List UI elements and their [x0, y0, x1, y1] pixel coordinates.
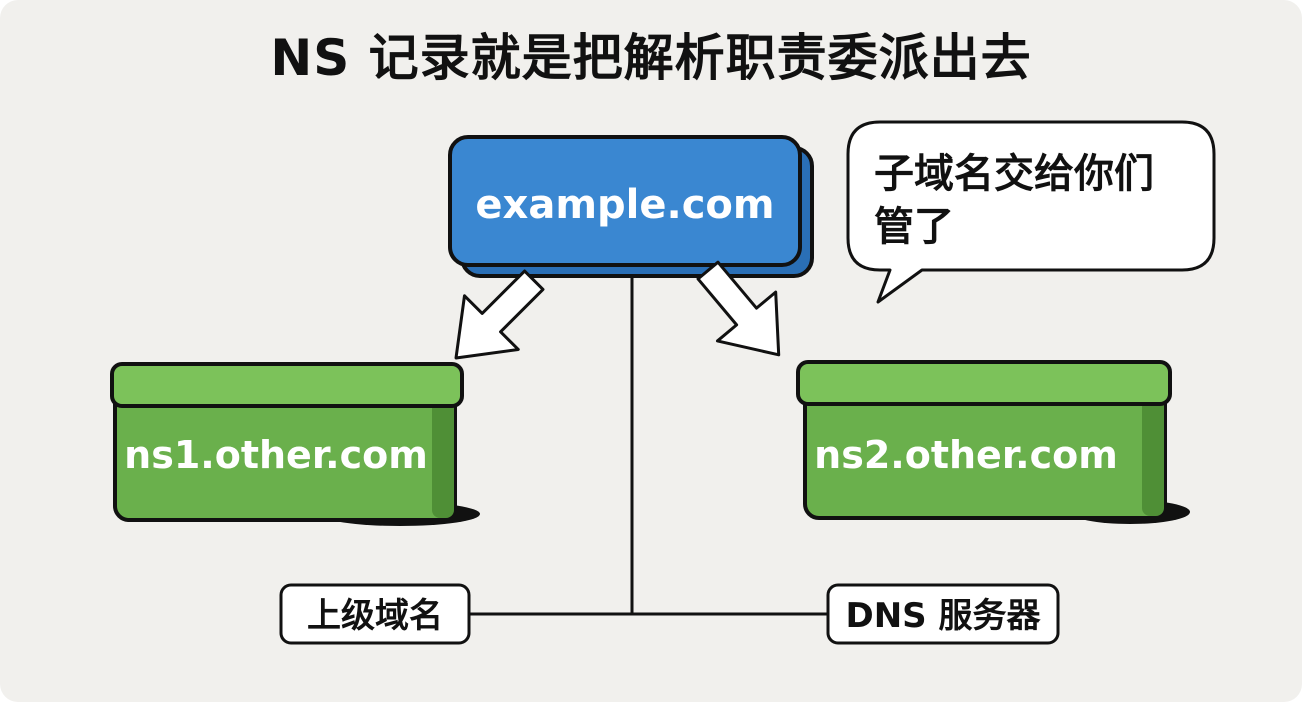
- legend-left-box: 上级域名: [279, 583, 471, 645]
- diagram-title: NS 记录就是把解析职责委派出去: [270, 29, 1032, 87]
- ns2-server-box: ns2.other.com: [796, 360, 1190, 524]
- speech-bubble: 子域名交给你们 管了: [846, 120, 1216, 304]
- parent-domain-label: example.com: [475, 182, 774, 228]
- legend-right-box: DNS 服务器: [826, 583, 1060, 645]
- delegation-arrow-right: [696, 260, 781, 357]
- delegation-arrow-left: [454, 269, 545, 360]
- ns1-server-label: ns1.other.com: [124, 433, 428, 477]
- speech-bubble-line2: 管了: [874, 204, 954, 250]
- ns2-server-label: ns2.other.com: [814, 433, 1118, 477]
- parent-domain-box: example.com: [448, 135, 814, 278]
- ns1-server-box: ns1.other.com: [110, 362, 480, 526]
- legend-left-label: 上级域名: [307, 596, 443, 636]
- legend-right-label: DNS 服务器: [845, 596, 1041, 636]
- speech-bubble-line1: 子域名交给你们: [874, 151, 1154, 197]
